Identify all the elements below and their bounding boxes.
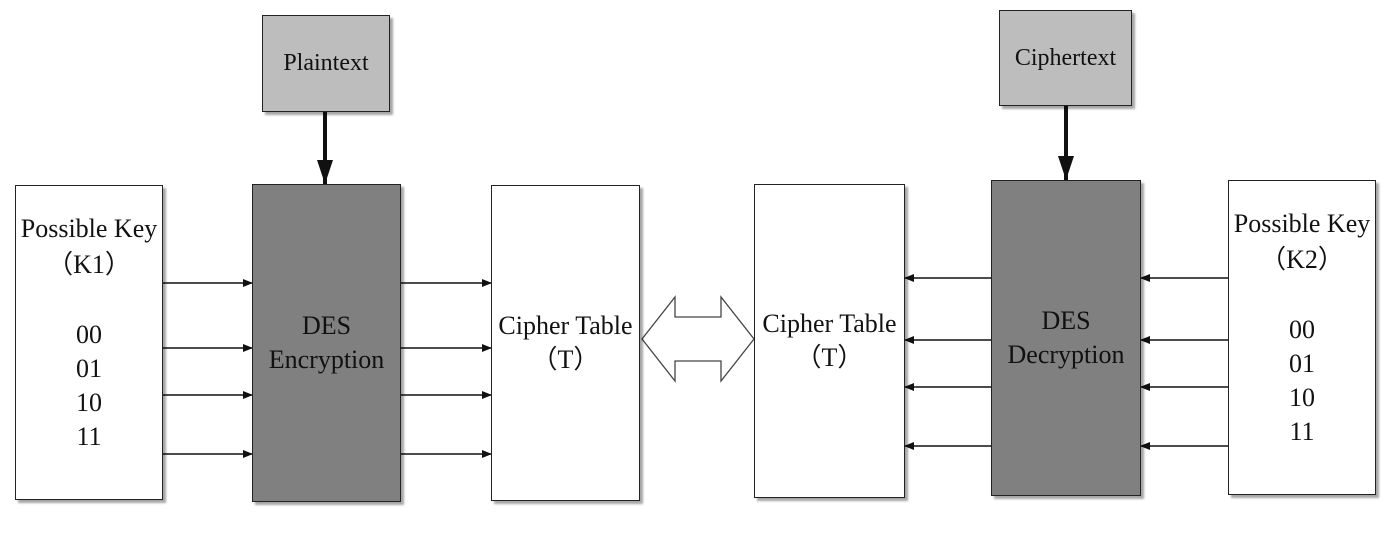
key-k1-value-01: 01 xyxy=(76,354,102,383)
key-k2-value-10: 10 xyxy=(1289,383,1315,412)
possible-key-k2-box: Possible Key （K2） 00 01 10 11 xyxy=(1228,180,1376,495)
key-k1-value-10: 10 xyxy=(76,388,102,417)
cipher-table-right-box: Cipher Table （T） xyxy=(754,184,905,498)
key-k2-value-00: 00 xyxy=(1289,315,1315,344)
des-decryption-line1: DES xyxy=(1041,306,1091,335)
key-k1-value-00: 00 xyxy=(76,320,102,349)
key-k2-value-01: 01 xyxy=(1289,349,1315,378)
ciphertext-arrowhead xyxy=(1058,156,1074,180)
key-k2-value-11: 11 xyxy=(1289,417,1315,446)
cipher-table-left-title: Cipher Table xyxy=(498,311,633,340)
plaintext-arrowhead xyxy=(317,160,333,184)
possible-key-k1-title: Possible Key xyxy=(20,214,158,243)
possible-key-k2-title: Possible Key xyxy=(1233,209,1371,238)
des-decryption-box: DES Decryption xyxy=(991,180,1141,496)
possible-key-k2-id: （K2） xyxy=(1260,245,1344,274)
cipher-table-right-title: Cipher Table xyxy=(762,309,897,338)
des-encryption-line1: DES xyxy=(301,311,352,340)
compare-double-arrow xyxy=(641,295,755,383)
decryption-to-table-arrows xyxy=(904,274,991,450)
k2-to-decryption-arrows xyxy=(1140,274,1228,450)
cipher-table-left-box: Cipher Table （T） xyxy=(491,185,640,501)
des-encryption-box: DES Encryption xyxy=(252,184,401,502)
plaintext-box: Plaintext xyxy=(262,15,390,112)
ciphertext-label: Ciphertext xyxy=(1014,44,1117,71)
cipher-table-right-id: （T） xyxy=(795,343,864,372)
des-decryption-line2: Decryption xyxy=(1007,340,1125,369)
encryption-to-table-arrows xyxy=(401,279,492,458)
plaintext-label: Plaintext xyxy=(283,50,369,76)
ciphertext-box: Ciphertext xyxy=(999,10,1132,106)
des-encryption-line2: Encryption xyxy=(268,345,385,374)
possible-key-k1-box: Possible Key （K1） 00 01 10 11 xyxy=(15,185,163,500)
cipher-table-left-id: （T） xyxy=(531,345,600,374)
k1-to-encryption-arrows xyxy=(163,279,253,458)
key-k1-value-11: 11 xyxy=(76,422,102,451)
possible-key-k1-id: （K1） xyxy=(47,250,131,279)
